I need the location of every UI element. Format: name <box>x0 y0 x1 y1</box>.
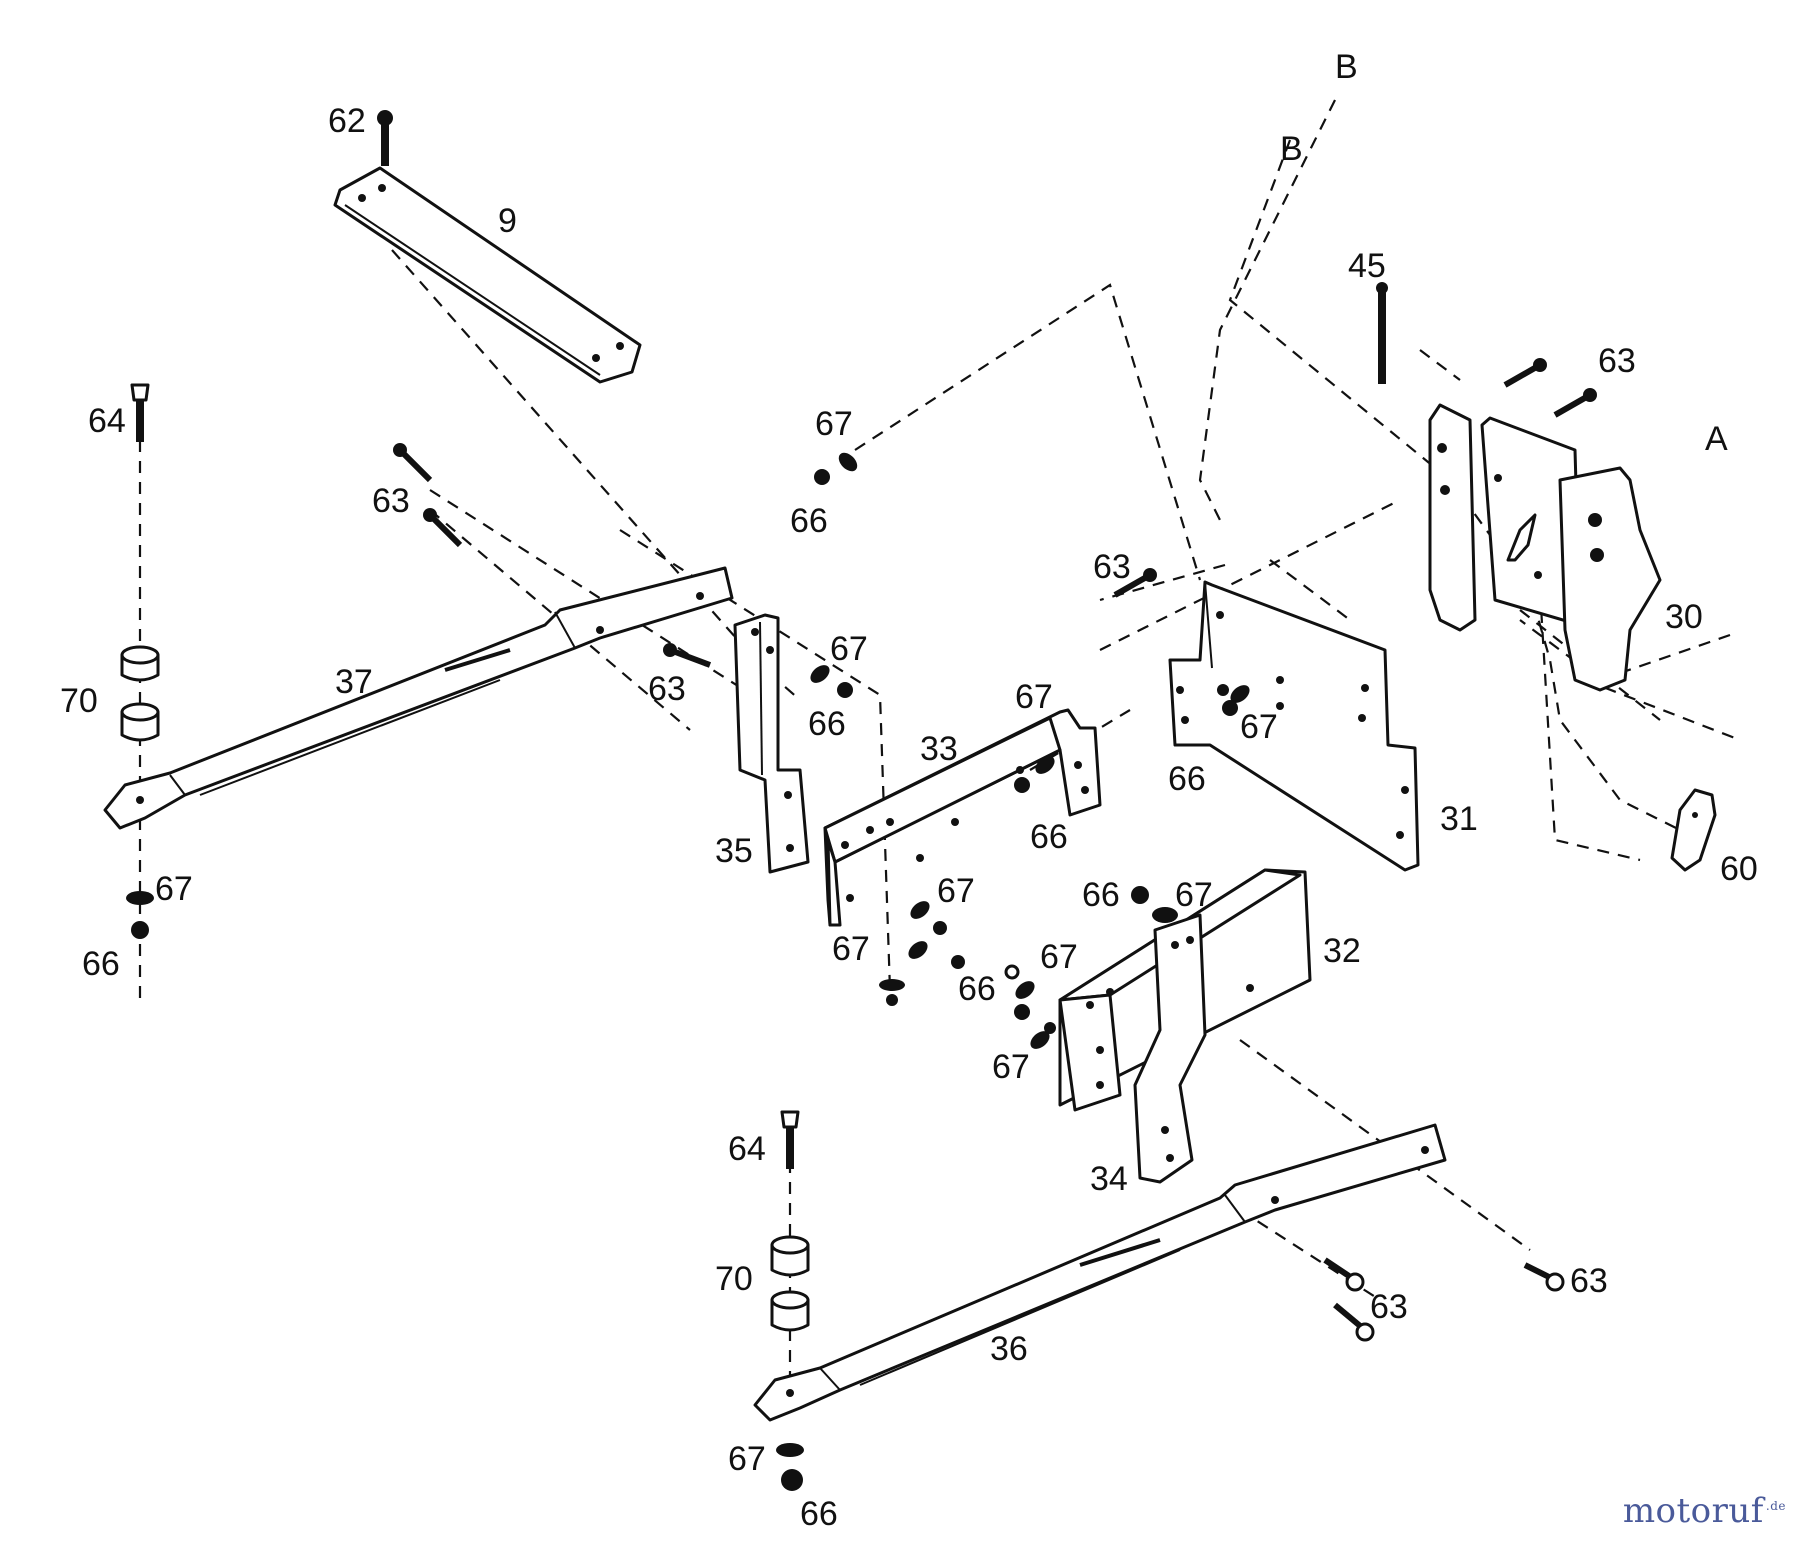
label-66-bracket: 66 <box>1030 818 1068 856</box>
part-60-clip <box>1670 788 1717 872</box>
label-35: 35 <box>715 832 753 870</box>
label-70-right: 70 <box>715 1260 753 1298</box>
brand-watermark: motoruf.de <box>1623 1491 1786 1531</box>
label-31: 31 <box>1440 800 1478 838</box>
callout-labels: 62 9 B B 45 63 A 64 63 67 66 63 30 37 70… <box>60 48 1758 1533</box>
part-33-bracket <box>823 708 1102 927</box>
label-32: 32 <box>1323 932 1361 970</box>
label-67-right-lower: 67 <box>728 1440 766 1478</box>
label-b-lower: B <box>1280 130 1303 168</box>
label-b-upper: B <box>1335 48 1358 86</box>
part-34-strap <box>1133 913 1207 1184</box>
part-35-bracket <box>733 613 810 874</box>
label-63-top-right: 63 <box>1598 342 1636 380</box>
label-67-cluster-b: 67 <box>832 930 870 968</box>
part-9-bar <box>333 166 642 384</box>
label-67-top: 67 <box>815 405 853 443</box>
label-9: 9 <box>498 202 517 240</box>
label-37: 37 <box>335 663 373 701</box>
label-63-lower-b: 63 <box>1570 1262 1608 1300</box>
label-66-top: 66 <box>790 502 828 540</box>
label-66-plate: 66 <box>1168 760 1206 798</box>
label-63-mid: 63 <box>648 670 686 708</box>
label-67-mid: 67 <box>830 630 868 668</box>
part-36-arm <box>753 1123 1447 1422</box>
part-45-bolt <box>1376 282 1388 384</box>
part-70-spacers-left <box>120 645 160 742</box>
label-33: 33 <box>920 730 958 768</box>
part-64-bolts <box>130 383 800 1169</box>
label-70-left: 70 <box>60 682 98 720</box>
label-63-center: 63 <box>1093 548 1131 586</box>
label-67-cluster-a: 67 <box>937 872 975 910</box>
label-30: 30 <box>1665 598 1703 636</box>
part-31-plate <box>1168 580 1420 872</box>
part-63-bolts <box>393 358 1597 1342</box>
part-37-arm <box>103 566 734 830</box>
brand-suffix: .de <box>1765 1498 1786 1513</box>
label-66-mid: 66 <box>808 705 846 743</box>
label-63-lower-a: 63 <box>1370 1288 1408 1326</box>
label-36: 36 <box>990 1330 1028 1368</box>
label-62: 62 <box>328 102 366 140</box>
label-64-left: 64 <box>88 402 126 440</box>
label-64-right: 64 <box>728 1130 766 1168</box>
label-67-cluster-d: 67 <box>992 1048 1030 1086</box>
label-66-strap: 66 <box>1082 876 1120 914</box>
brand-name: motoruf <box>1622 1491 1764 1531</box>
label-67-bracket-top: 67 <box>1015 678 1053 716</box>
part-62-bolt <box>377 110 393 166</box>
label-67-cluster-c: 67 <box>1040 938 1078 976</box>
part-30-hitch <box>1428 403 1662 692</box>
part-70-spacers-right <box>770 1235 810 1332</box>
label-67-left-lower: 67 <box>155 870 193 908</box>
label-66-cluster: 66 <box>958 970 996 1008</box>
label-63-left: 63 <box>372 482 410 520</box>
label-66-right-lower: 66 <box>800 1495 838 1533</box>
part-66-67-hardware <box>126 452 1250 1491</box>
label-67-strap: 67 <box>1175 876 1213 914</box>
label-45: 45 <box>1348 247 1386 285</box>
label-60: 60 <box>1720 850 1758 888</box>
label-67-plate: 67 <box>1240 708 1278 746</box>
label-34: 34 <box>1090 1160 1128 1198</box>
label-66-left-lower: 66 <box>82 945 120 983</box>
label-a: A <box>1705 420 1728 458</box>
